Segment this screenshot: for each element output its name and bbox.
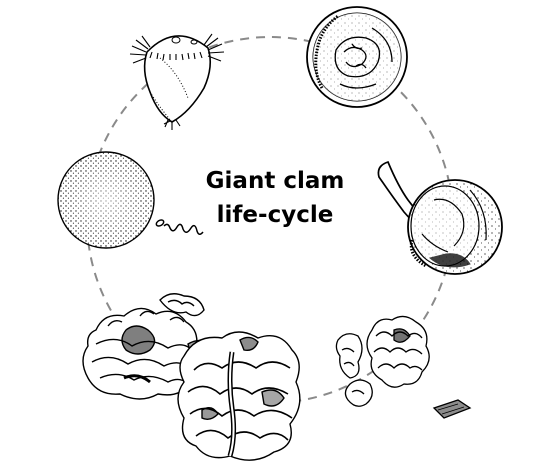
egg-illustration bbox=[57, 151, 155, 249]
trochophore-illustration bbox=[129, 33, 225, 130]
diagram-title: Giant clam life-cycle bbox=[175, 164, 375, 232]
juvenile-clams-illustration bbox=[335, 315, 472, 419]
veliger-illustration bbox=[306, 6, 408, 108]
sperm-illustration bbox=[155, 219, 204, 235]
title-line-1: Giant clam bbox=[205, 168, 345, 194]
pediveliger-illustration bbox=[377, 160, 503, 275]
title-line-2: life-cycle bbox=[216, 202, 334, 228]
adult-clam-foreground-illustration bbox=[177, 331, 301, 461]
